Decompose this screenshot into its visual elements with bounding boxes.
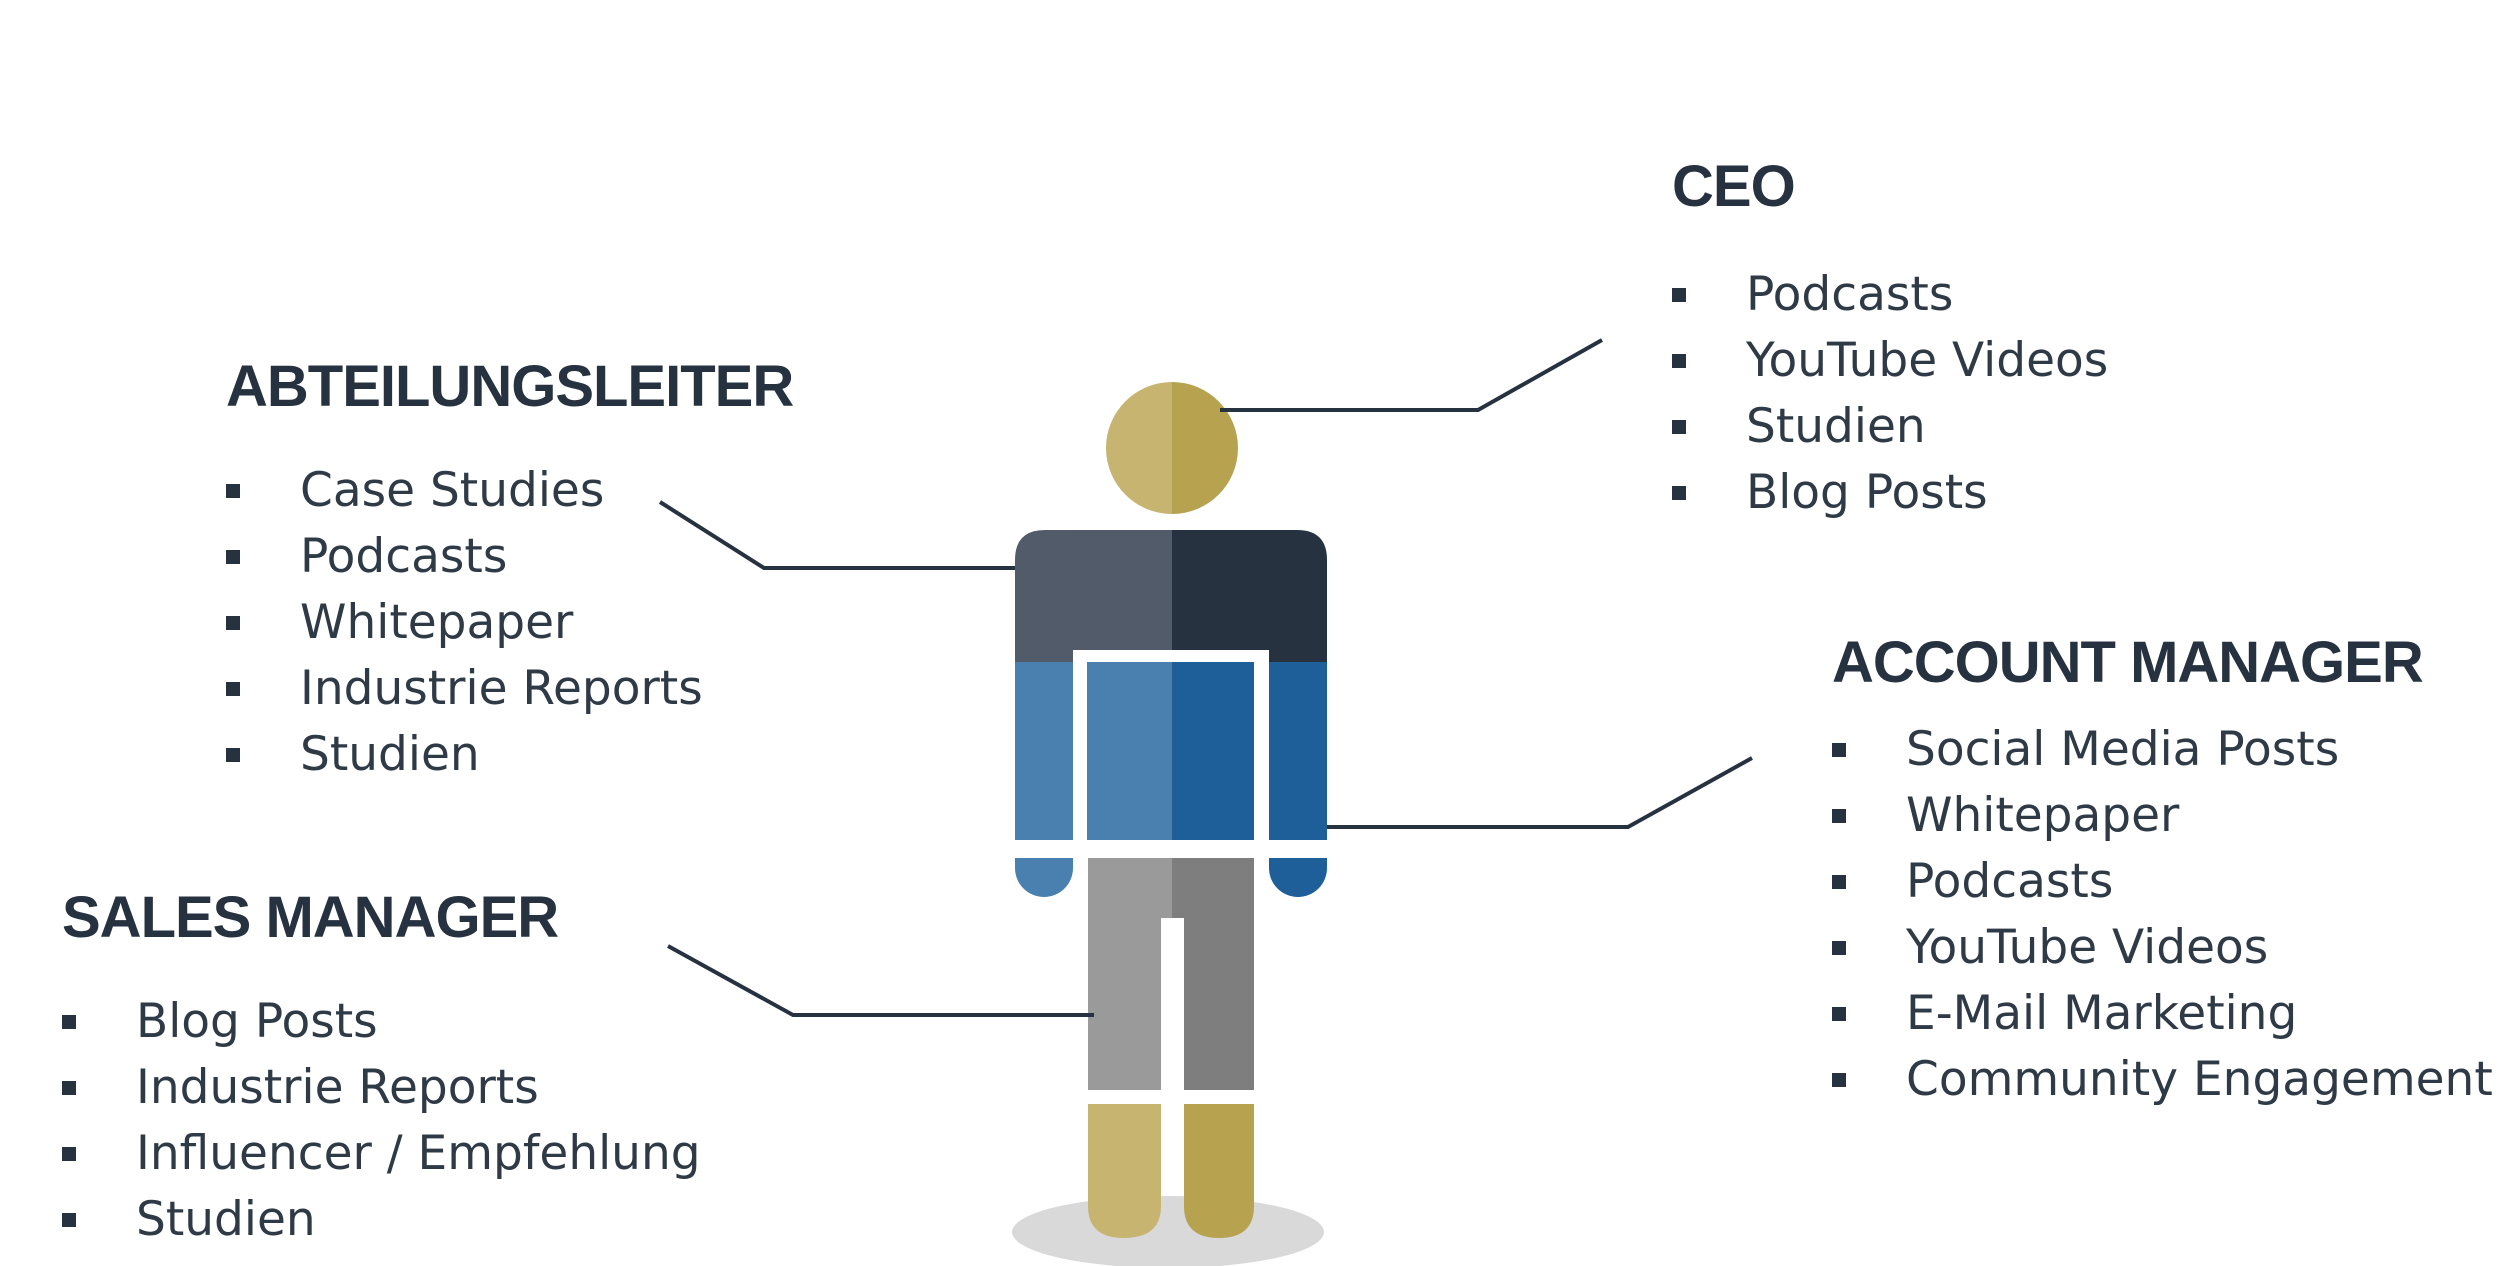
foot-right <box>1184 1104 1254 1238</box>
hand-right <box>1269 858 1327 897</box>
list-item: Podcasts <box>1672 262 2108 328</box>
hips-left <box>1088 858 1172 918</box>
list-item: Case Studies <box>226 458 793 524</box>
hand-left <box>1015 858 1073 897</box>
group-sales-manager: SALES MANAGER Blog Posts Industrie Repor… <box>62 889 701 1253</box>
list-item: Studien <box>1672 394 2108 460</box>
foot-left <box>1088 1104 1161 1238</box>
arm-right-upper <box>1269 650 1327 662</box>
list-item: Whitepaper <box>226 590 793 656</box>
list-item: Whitepaper <box>1832 783 2493 849</box>
hips-right <box>1172 858 1254 918</box>
group-abteilungsleiter: ABTEILUNGSLEITER Case Studies Podcasts W… <box>226 354 794 788</box>
list-item: Social Media Posts <box>1832 717 2493 783</box>
shoulders-right <box>1172 530 1327 650</box>
head-right <box>1172 382 1238 514</box>
list-item: Industrie Reports <box>226 656 793 722</box>
list-item: Studien <box>62 1187 701 1253</box>
list-item: E-Mail Marketing <box>1832 981 2493 1047</box>
list-item: Blog Posts <box>1672 460 2108 526</box>
list-item: Influencer / Empfehlung <box>62 1121 701 1187</box>
leg-right <box>1184 918 1254 1090</box>
arm-left-upper <box>1015 650 1073 662</box>
group-account-manager: ACCOUNT MANAGER Social Media Posts White… <box>1832 634 2493 1113</box>
torso-right <box>1172 662 1254 840</box>
group-title-sales-manager: SALES MANAGER <box>62 885 559 950</box>
torso-left <box>1087 662 1172 840</box>
list-sales-manager: Blog Posts Industrie Reports Influencer … <box>62 989 701 1253</box>
group-title-account-manager: ACCOUNT MANAGER <box>1832 630 2424 695</box>
arm-left <box>1015 662 1073 840</box>
list-item: YouTube Videos <box>1832 915 2493 981</box>
head-left <box>1106 382 1172 514</box>
connector-account-manager <box>1327 756 1753 829</box>
arm-right <box>1269 662 1327 840</box>
list-abteilungsleiter: Case Studies Podcasts Whitepaper Industr… <box>226 458 793 788</box>
list-ceo: Podcasts YouTube Videos Studien Blog Pos… <box>1672 262 2108 526</box>
list-item: Podcasts <box>1832 849 2493 915</box>
group-ceo: CEO Podcasts YouTube Videos Studien Blog… <box>1672 158 2108 526</box>
shoulders-left <box>1015 530 1172 650</box>
list-item: Community Engagement <box>1832 1047 2493 1113</box>
list-item: Podcasts <box>226 524 793 590</box>
connector-sales-manager <box>667 944 1094 1017</box>
group-title-abteilungsleiter: ABTEILUNGSLEITER <box>226 354 794 419</box>
list-item: Blog Posts <box>62 989 701 1055</box>
list-item: YouTube Videos <box>1672 328 2108 394</box>
leg-left <box>1088 918 1161 1090</box>
list-item: Studien <box>226 722 793 788</box>
list-item: Industrie Reports <box>62 1055 701 1121</box>
list-account-manager: Social Media Posts Whitepaper Podcasts Y… <box>1832 717 2493 1113</box>
figure-shadow <box>1012 1196 1324 1266</box>
connector-abteilungsleiter <box>658 500 1015 570</box>
group-title-ceo: CEO <box>1672 154 1796 219</box>
connector-ceo <box>1220 338 1603 412</box>
